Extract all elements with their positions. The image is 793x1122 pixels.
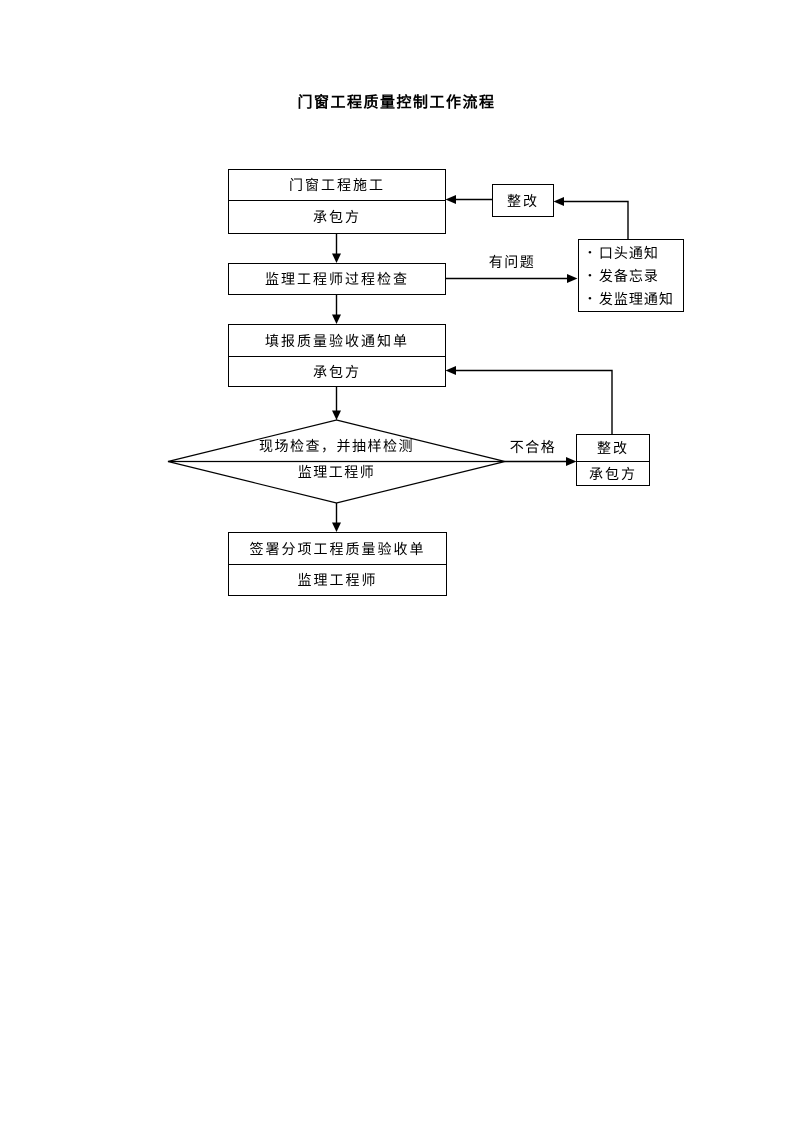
- bullet-icon: •: [588, 246, 593, 259]
- node-sign-acceptance: 签署分项工程质量验收单 监理工程师: [228, 532, 447, 596]
- decision-diamond-shape: [167, 419, 506, 504]
- edge-decision-to-sign: [332, 503, 341, 532]
- edge-label-has-problem: 有问题: [488, 256, 536, 271]
- node-rectify-top: 整改: [492, 184, 554, 217]
- notice-item-label: 口头通知: [598, 246, 659, 262]
- notice-item: • 发监理通知: [579, 287, 683, 310]
- bullet-icon: •: [588, 269, 593, 282]
- node-sign-acceptance-task: 签署分项工程质量验收单: [249, 542, 426, 558]
- node-construction-task: 门窗工程施工: [289, 179, 385, 194]
- node-fill-acceptance-actor: 承包方: [229, 356, 445, 386]
- node-notice-methods: • 口头通知 • 发备忘录 • 发监理通知: [578, 239, 684, 312]
- node-construction-actor: 承包方: [229, 200, 445, 233]
- edge-rectify-top-to-construction: [445, 195, 492, 204]
- edge-decision-to-rectify-bottom: [505, 457, 577, 466]
- node-process-inspection: 监理工程师过程检查: [228, 263, 446, 295]
- node-construction: 门窗工程施工 承包方: [228, 169, 446, 234]
- edge-rectify-bottom-to-fill-notice: [445, 366, 613, 434]
- node-fill-acceptance-task: 填报质量验收通知单: [265, 334, 409, 350]
- edge-label-unqualified: 不合格: [509, 441, 557, 456]
- node-fill-acceptance-notice: 填报质量验收通知单 承包方: [228, 324, 446, 387]
- bullet-icon: •: [588, 292, 593, 305]
- page-title: 门窗工程质量控制工作流程: [297, 95, 496, 111]
- node-rectify-bottom-task: 整改: [597, 442, 629, 457]
- notice-item-label: 发备忘录: [598, 269, 659, 285]
- node-rectify-bottom: 整改 承包方: [576, 434, 650, 486]
- edge-fill-notice-to-decision: [332, 387, 341, 420]
- notice-item-label: 发监理通知: [598, 292, 674, 308]
- edge-notice-to-rectify-top: [553, 197, 629, 239]
- edge-inspection-to-fill-notice: [332, 295, 341, 324]
- node-rectify-top-label: 整改: [507, 194, 539, 210]
- edge-inspection-to-notice: [445, 274, 578, 283]
- notice-item: • 口头通知: [579, 241, 683, 264]
- notice-item: • 发备忘录: [579, 264, 683, 287]
- edge-construction-to-inspection: [332, 233, 341, 263]
- decision-actor: 监理工程师: [297, 466, 376, 481]
- node-process-inspection-label: 监理工程师过程检查: [265, 273, 409, 288]
- decision-task: 现场检查，并抽样检测: [259, 440, 414, 455]
- node-sign-acceptance-actor: 监理工程师: [229, 564, 446, 595]
- node-rectify-bottom-actor: 承包方: [577, 461, 649, 485]
